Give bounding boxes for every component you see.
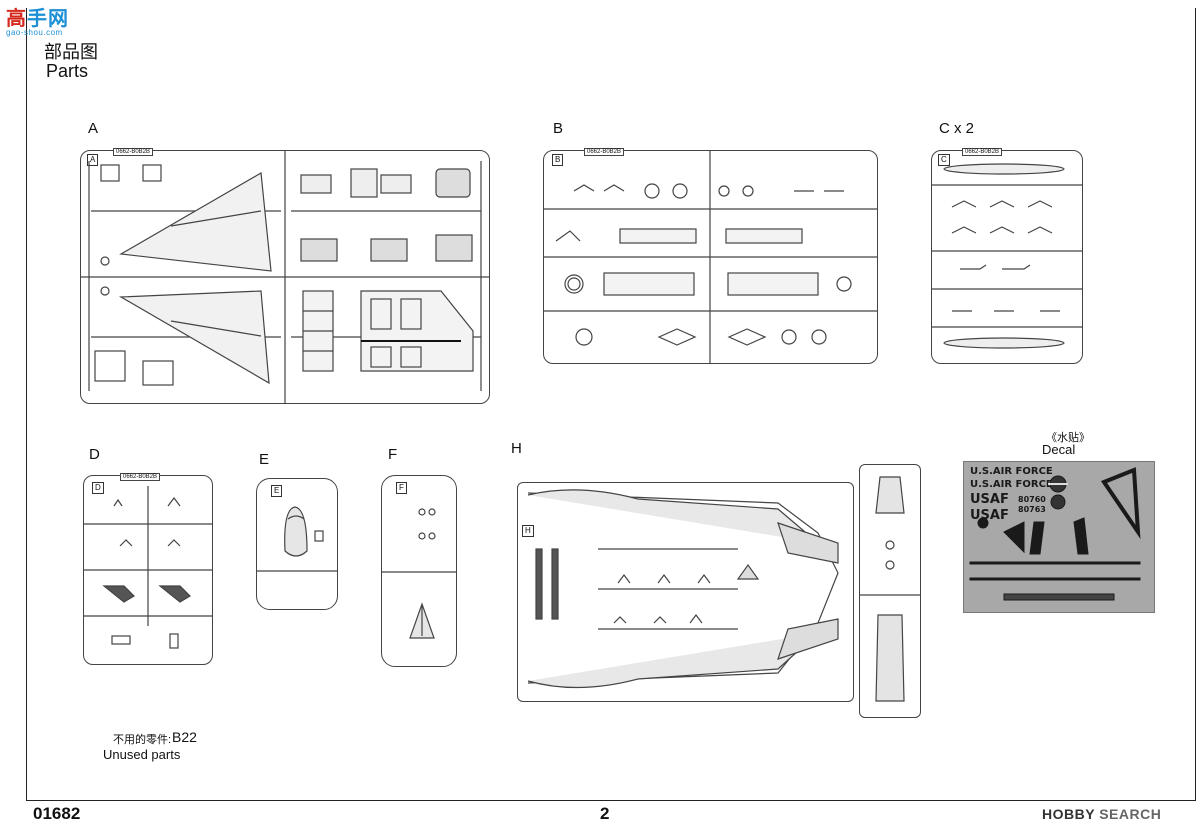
unused-parts-label-en: Unused parts <box>103 747 181 762</box>
decal-title-en: Decal <box>1042 442 1076 457</box>
sprue-d: D 0662-B0B2B <box>83 473 213 665</box>
unused-part-id: B22 <box>172 729 197 745</box>
decal-artwork <box>969 467 1141 601</box>
sprue-h-side-drawing <box>860 476 920 702</box>
watermark-logo: 高手网 gao-shou.com <box>6 2 69 37</box>
sprue-d-tag: D <box>92 482 104 494</box>
sprue-b-tag: B <box>552 154 564 166</box>
decal-text: U.S.AIR FORCE <box>970 466 1053 477</box>
sprue-h-tag: H <box>522 525 534 537</box>
brand-a: HOBBY <box>1042 806 1095 822</box>
sprue-e: E <box>256 478 338 610</box>
sprue-b-code: 0662-B0B2B <box>584 148 625 156</box>
sprue-c-tag: C <box>938 154 950 166</box>
sprue-h-drawing <box>527 489 839 689</box>
sprue-d-code: 0662-B0B2B <box>120 473 161 481</box>
sprue-h-label: H <box>511 440 522 457</box>
brand-b: SEARCH <box>1094 806 1162 822</box>
page-frame <box>26 8 1196 801</box>
sprue-e-label: E <box>259 451 270 468</box>
unused-parts-label-zh: 不用的零件: <box>113 734 172 746</box>
sprue-f-label: F <box>388 446 398 463</box>
sprue-a-code: 0662-B0B2B <box>113 148 154 156</box>
sprue-c-code: 0662-B0B2B <box>962 148 1003 156</box>
sprue-d-drawing <box>84 486 212 649</box>
sprue-h-side <box>859 464 921 718</box>
product-code: 01682 <box>33 804 81 823</box>
watermark-char: 高 <box>6 8 27 30</box>
decal-sheet: U.S.AIR FORCE U.S.AIR FORCE USAF USAF 80… <box>963 461 1155 613</box>
watermark-text: 手网 <box>27 8 69 30</box>
sprue-b: B 0662-B0B2B <box>543 148 878 364</box>
sprue-b-label: B <box>553 120 564 137</box>
sprue-a-tag: A <box>87 154 99 166</box>
decal-text: USAF <box>970 492 1009 507</box>
sprue-h: H <box>517 482 854 702</box>
sprue-a: A 0662-B0B2B <box>80 148 490 404</box>
page-number: 2 <box>600 804 610 823</box>
sprue-c-label: C x 2 <box>939 120 975 137</box>
sprue-f-tag: F <box>396 482 407 494</box>
page-title-en: Parts <box>46 61 89 81</box>
watermark-sub: gao-shou.com <box>6 28 63 37</box>
sprue-d-label: D <box>89 446 100 463</box>
hobbysearch-watermark: HOBBY SEARCH <box>1042 806 1161 822</box>
sprue-f: F <box>381 475 457 667</box>
sprue-f-drawing <box>382 508 456 639</box>
sprue-a-drawing <box>81 151 489 403</box>
decal-title-zh: 《水贴》 <box>1046 432 1090 444</box>
sprue-b-drawing <box>544 151 877 363</box>
sprue-e-tag: E <box>271 485 283 497</box>
sprue-c-drawing <box>932 163 1082 349</box>
sprue-a-label: A <box>88 120 99 137</box>
page-title-zh: 部品图 <box>44 42 98 62</box>
decal-text: U.S.AIR FORCE <box>970 479 1053 490</box>
sprue-c: C 0662-B0B2B <box>931 148 1083 364</box>
sprue-e-drawing <box>257 506 337 572</box>
decal-text: 80763 <box>1018 505 1046 514</box>
decal-text: 80760 <box>1018 495 1046 504</box>
